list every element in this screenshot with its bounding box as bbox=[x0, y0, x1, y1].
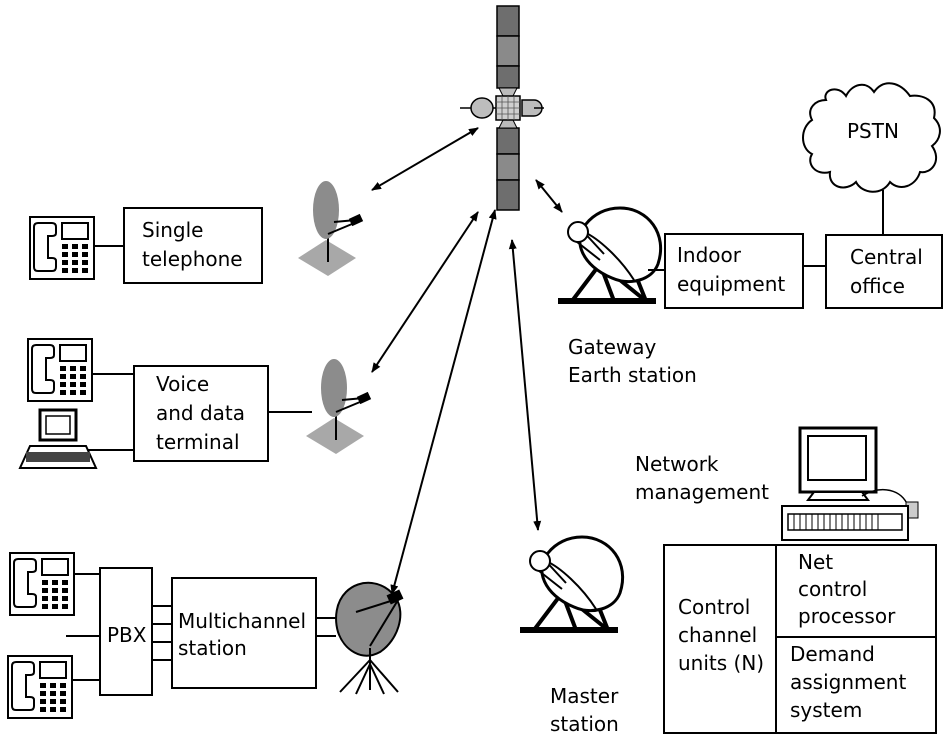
link-multichannel bbox=[390, 209, 497, 595]
link-gateway bbox=[535, 179, 563, 213]
satellite-dish-icon bbox=[335, 581, 404, 695]
satellite-dish-icon bbox=[297, 180, 365, 277]
single-telephone-site: Single telephone bbox=[29, 180, 365, 284]
pbx-box bbox=[99, 567, 153, 696]
network-management: Network management Control channel bbox=[635, 426, 937, 734]
central-office-box bbox=[825, 234, 943, 309]
satellite-icon bbox=[460, 5, 544, 211]
demand-assignment-system-label: Demand assignment system bbox=[790, 642, 913, 722]
master-control-box bbox=[663, 544, 937, 734]
single-telephone-box bbox=[123, 207, 263, 284]
multichannel-site: PBX Multichannel station bbox=[7, 552, 404, 719]
master-station-label: Master station bbox=[550, 684, 625, 736]
gateway-earth-station: Indoor equipment Central office Gateway … bbox=[558, 208, 943, 387]
single-telephone-label: Single telephone bbox=[142, 218, 243, 271]
multichannel-station-box bbox=[171, 577, 317, 689]
pbx-label: PBX bbox=[107, 623, 147, 647]
master-station: Master station bbox=[520, 537, 625, 736]
voice-data-terminal-label: Voice and data terminal bbox=[156, 372, 251, 454]
link-voice-data bbox=[371, 211, 479, 373]
telephone-icon bbox=[7, 655, 73, 719]
voice-data-terminal-site: Voice and data terminal bbox=[18, 338, 373, 469]
computer-terminal-icon bbox=[18, 408, 98, 469]
satellite-links bbox=[371, 127, 563, 595]
workstation-icon bbox=[781, 426, 919, 541]
link-master-station bbox=[508, 239, 542, 531]
voice-data-terminal-box bbox=[133, 365, 269, 462]
pstn-cloud: PSTN bbox=[802, 82, 941, 193]
gateway-earth-station-label: Gateway Earth station bbox=[568, 335, 697, 387]
multichannel-station-label: Multichannel station bbox=[178, 609, 312, 660]
indoor-equipment-box bbox=[664, 233, 804, 309]
telephone-icon bbox=[9, 552, 75, 616]
central-office-label: Central office bbox=[850, 245, 929, 298]
network-management-label: Network management bbox=[635, 452, 769, 504]
control-channel-units-label: Control channel units (N) bbox=[678, 595, 764, 675]
satellite-dish-icon bbox=[305, 358, 373, 455]
link-single-telephone bbox=[371, 127, 479, 191]
net-control-processor-label: Net control processor bbox=[798, 550, 896, 628]
pstn-label: PSTN bbox=[847, 119, 899, 143]
telephone-icon bbox=[29, 216, 95, 280]
cloud-icon bbox=[802, 82, 941, 193]
telephone-icon bbox=[27, 338, 93, 402]
indoor-equipment-label: Indoor equipment bbox=[677, 243, 785, 296]
